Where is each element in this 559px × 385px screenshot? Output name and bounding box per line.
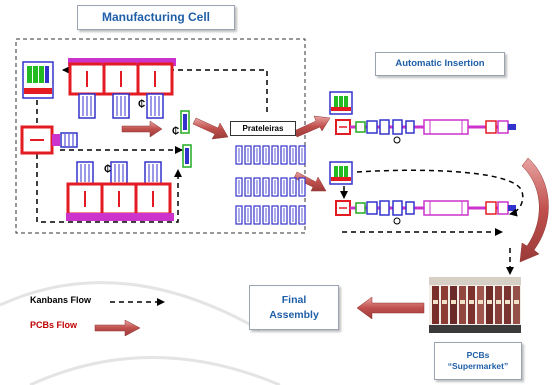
manufacturing-cell-border [15,38,306,234]
shelves-racks [235,145,306,225]
supermarket-pcb-stack [468,286,475,324]
kanban-posts [180,110,192,168]
supermarket-label: PCBs “Supermarket” [434,342,522,380]
operator-symbol-top: ₵ [138,98,145,110]
top-machines: ₵ [68,58,176,119]
supermarket-pcb-stack [441,286,448,324]
operator-symbol-center: ₵ [172,125,179,137]
supermarket-line-2: “Supermarket” [447,361,509,371]
final-assembly-line-1: Final [281,294,307,307]
insertion-line-bottom [329,161,516,225]
supermarket-pcb-stack [513,286,520,324]
supermarket-tag [469,300,474,304]
legend-kanbans-text: Kanbans Flow [30,295,92,305]
legend-pcbs-label: PCBs Flow [30,320,94,334]
automatic-insertion-label: Automatic Insertion [375,52,505,76]
supermarket-pcb-stack [459,286,466,324]
supermarket-pcb-stack [432,286,439,324]
machine-top-2 [102,58,142,119]
machine-top-3 [136,58,176,119]
kanban-arrows-cell [36,66,268,223]
background-curves [0,281,281,385]
supermarket-tag [487,300,492,304]
machine-bottom-1 [66,161,106,221]
automatic-insertion-label-text: Automatic Insertion [395,57,485,69]
legend-kanbans-label: Kanbans Flow [30,295,110,309]
supermarket-photo [429,277,521,333]
final-assembly-label: Final Assembly [249,285,339,330]
shelves-label: Prateleiras [230,121,296,136]
manufacturing-cell-title-text: Manufacturing Cell [101,10,210,25]
supermarket-tag [442,300,447,304]
supermarket-pcb-stack [450,286,457,324]
supermarket-tag [451,300,456,304]
manufacturing-cell-title: Manufacturing Cell [77,5,235,30]
supermarket-pcb-stack [486,286,493,324]
component-rack [22,61,54,99]
final-assembly-line-2: Assembly [269,308,319,321]
supermarket-tag [460,300,465,304]
supermarket-pcb-stack [477,286,484,324]
machine-bottom-2 [100,161,140,221]
shelves-label-text: Prateleiras [242,124,284,133]
pcb-flow-arrows [121,115,549,320]
legend-pcb-arrow [94,319,141,337]
supermarket-tag [433,300,438,304]
bottom-machines: ₵ [66,161,174,221]
legend [94,298,165,337]
machine-left [20,125,78,155]
supermarket-pcb-stack [504,286,511,324]
supermarket-tag [505,300,510,304]
supermarket-tag [478,300,483,304]
kanban-arrows-insertion [340,169,524,275]
legend-pcbs-text: PCBs Flow [30,320,78,330]
machine-bottom-3 [134,161,174,221]
supermarket-pcb-stack [495,286,502,324]
operator-symbol-bottom: ₵ [104,163,111,175]
supermarket-tag [514,300,519,304]
insertion-line-top [329,91,516,144]
supermarket-line-1: PCBs [466,349,490,360]
supermarket-tag [496,300,501,304]
machine-top-1 [68,58,108,119]
